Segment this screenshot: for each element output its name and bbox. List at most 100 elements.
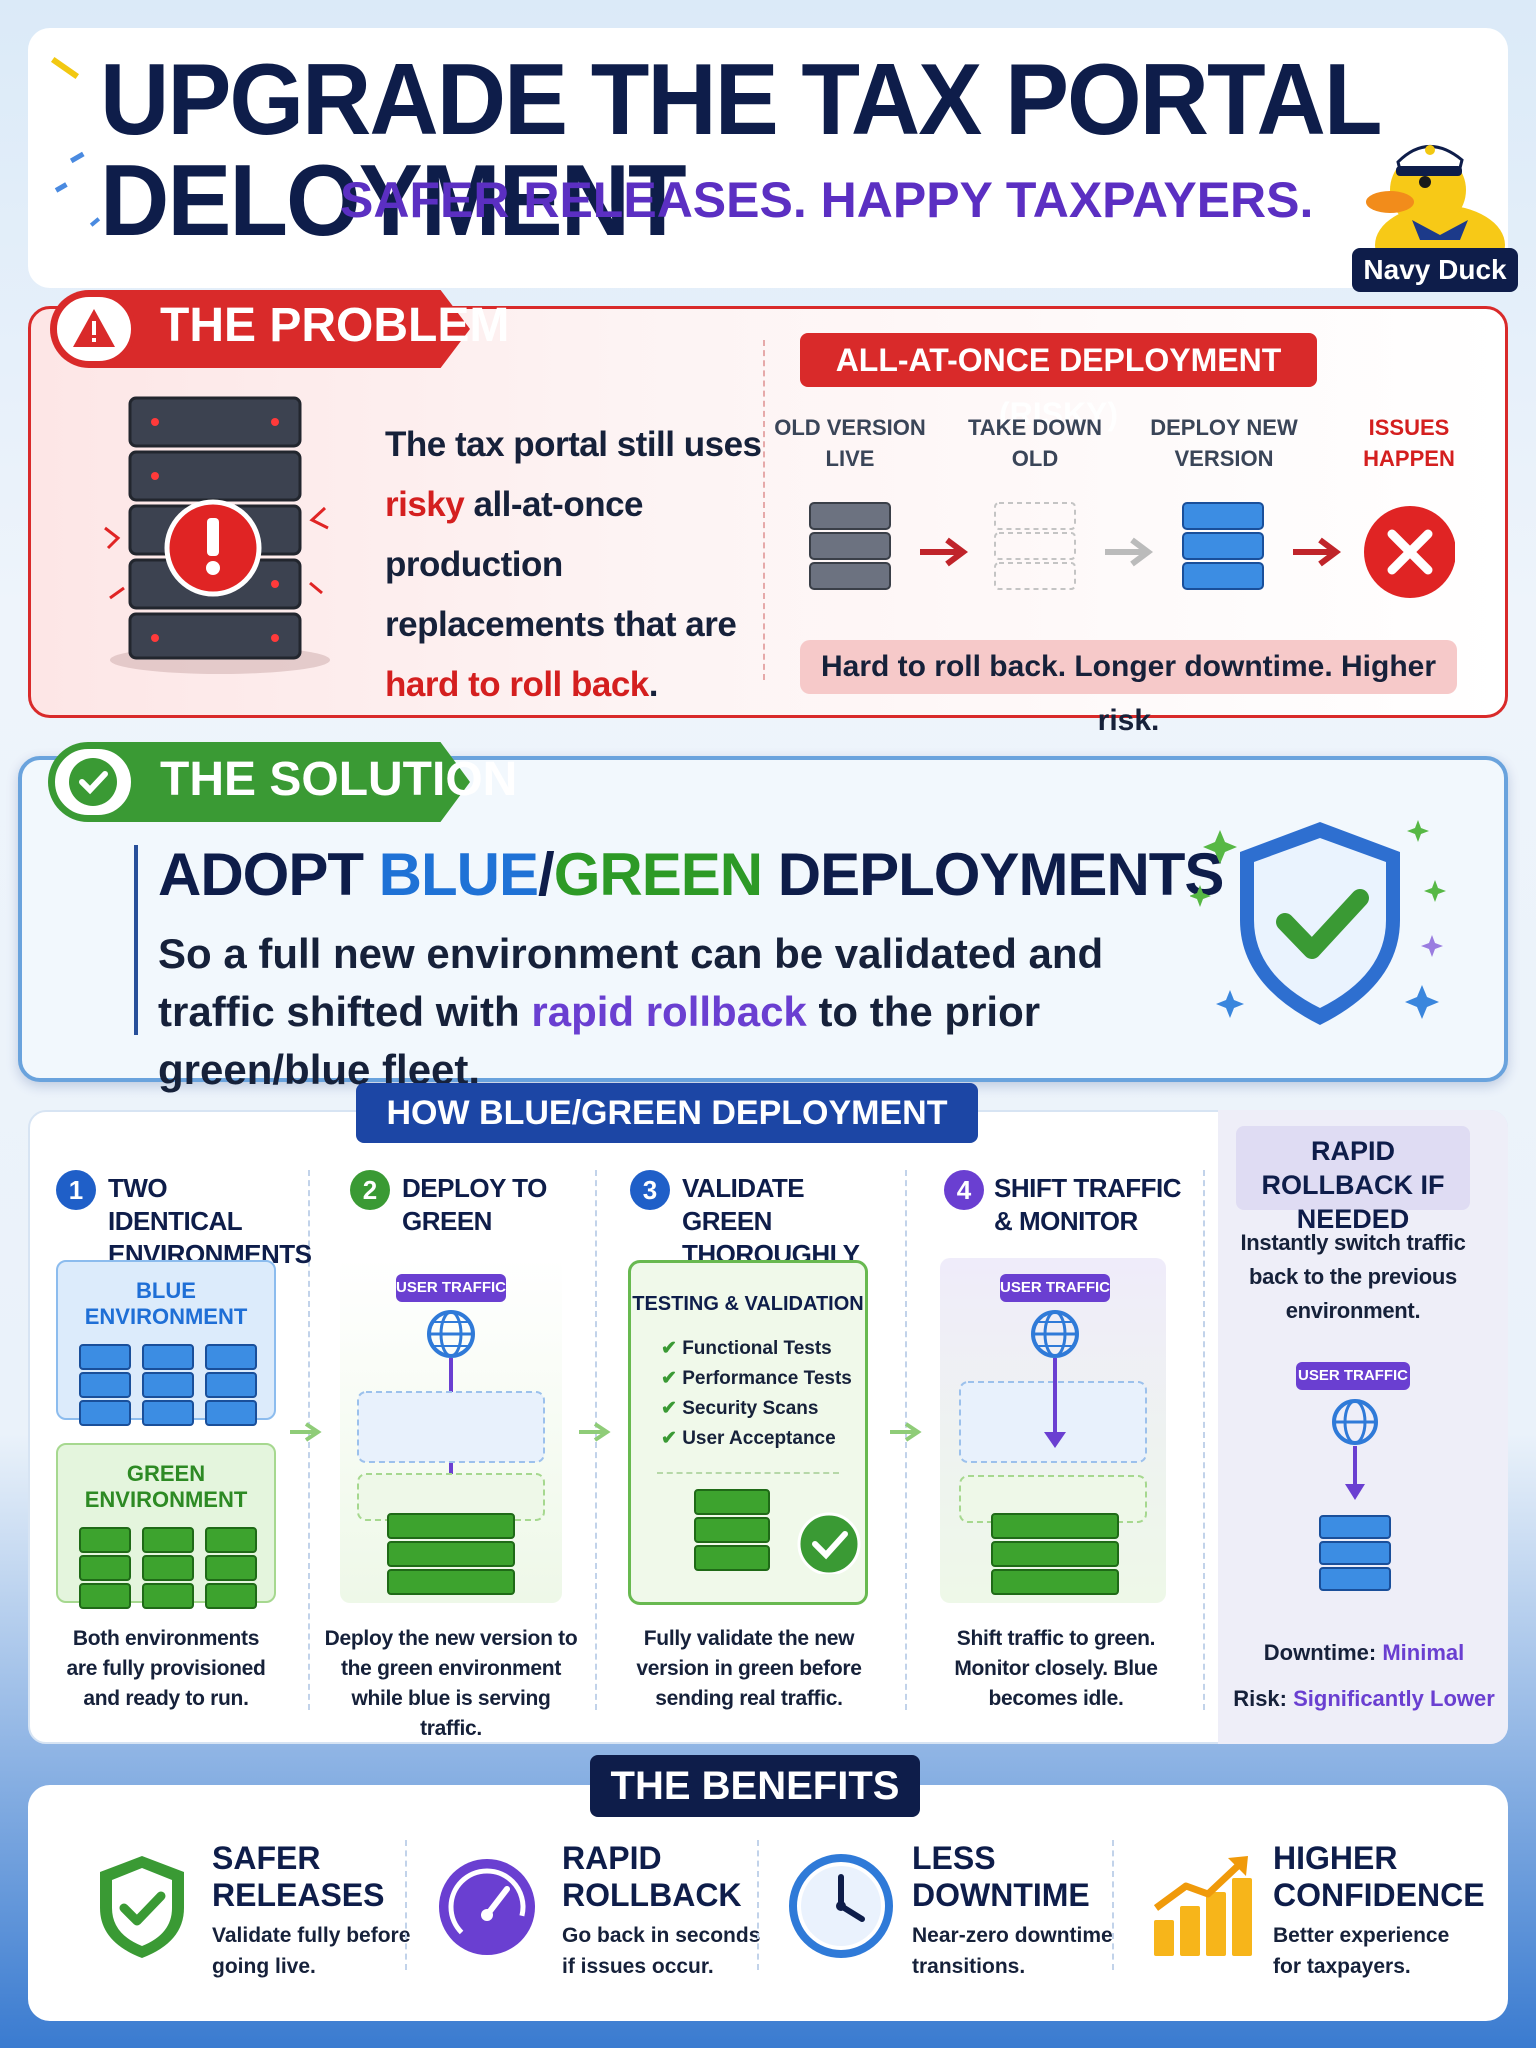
user-traffic-label: USER TRAFFIC (396, 1274, 506, 1302)
step-deploy-new-version: DEPLOY NEW VERSION (1150, 415, 1298, 471)
benefit-desc-line: for taxpayers. (1273, 1955, 1411, 1978)
risk-summary: Hard to roll back. Longer downtime. High… (800, 640, 1457, 737)
checklist-divider (657, 1472, 839, 1474)
rollback-diagram (1319, 1399, 1391, 1591)
benefit-desc-line: if issues occur. (562, 1955, 714, 1978)
step-issues-happen: ISSUES HAPPEN (1363, 415, 1455, 471)
rollback-panel (1218, 1110, 1508, 1744)
rollback-description: Instantly switch traffic back to the pre… (1240, 1230, 1466, 1323)
benefit-1-description: Validate fully before going live. (212, 1920, 410, 1982)
old-server-icon (809, 502, 891, 590)
shield-check-icon (100, 1856, 184, 1958)
globe-icon (1332, 1399, 1378, 1445)
benefit-desc-line: Near-zero downtime (912, 1924, 1113, 1947)
step-number-badge: 2 (350, 1170, 390, 1210)
page-subtitle: SAFER RELEASES. HAPPY TAXPAYERS. (340, 172, 1314, 228)
check-item: ✔ Functional Tests (661, 1334, 865, 1364)
step-1-description: Both environments are fully provisioned … (66, 1627, 266, 1710)
benefits-section (28, 1785, 1508, 2021)
testing-validation-box: TESTING & VALIDATION ✔ Functional Tests … (628, 1260, 868, 1605)
globe-icon (1031, 1310, 1079, 1358)
problem-text-part: . (648, 665, 659, 704)
error-x-icon (1364, 506, 1455, 598)
step-old-version-live: OLD VERSION LIVE (774, 415, 926, 471)
how-it-works-banner: HOW BLUE/GREEN DEPLOYMENT WORKS (356, 1083, 978, 1192)
warning-icon (52, 292, 136, 366)
benefit-title-line: RAPID (562, 1840, 662, 1876)
title-blue-word: BLUE (378, 841, 539, 908)
problem-divider (763, 340, 765, 680)
step-4-description: Shift traffic to green. Monitor closely.… (954, 1627, 1158, 1710)
risk-value: Significantly Lower (1293, 1686, 1495, 1711)
page-title: UPGRADE THE TAX PORTAL DELOYMENT (100, 43, 1381, 258)
solution-text-part: So a full new environment can be validat… (158, 930, 1104, 1035)
check-item: ✔ User Acceptance (661, 1424, 865, 1454)
check-item: ✔ Security Scans (661, 1394, 865, 1424)
testing-validation-title: TESTING & VALIDATION (632, 1293, 864, 1315)
benefit-divider (405, 1840, 407, 1970)
benefit-desc-line: Go back in seconds (562, 1924, 761, 1947)
globe-icon (427, 1310, 475, 1358)
downtime-value: Minimal (1382, 1640, 1465, 1665)
risky-highlight: risky (385, 485, 465, 524)
benefits-banner: THE BENEFITS (590, 1755, 920, 1817)
benefit-4-description: Better experience for taxpayers. (1273, 1920, 1449, 1982)
risky-deployment-flow (809, 502, 1455, 598)
mascot-label: Navy Duck (1352, 248, 1518, 292)
step-1-title: TWO IDENTICAL ENVIRONMENTS (108, 1173, 312, 1269)
benefit-title-line: HIGHER (1273, 1840, 1398, 1876)
solution-description: So a full new environment can be validat… (158, 925, 1138, 1099)
validated-server-icon (694, 1489, 861, 1576)
benefit-title-line: ROLLBACK (562, 1877, 742, 1913)
check-label: Functional Tests (682, 1338, 832, 1359)
deploy-to-green-diagram (357, 1310, 545, 1595)
downtime-label: Downtime: (1263, 1640, 1383, 1665)
check-circle-icon: ✔ (661, 1368, 683, 1389)
benefit-divider (757, 1840, 759, 1970)
confetti-decoration (50, 56, 101, 227)
broken-server-icon (104, 396, 330, 674)
benefit-title-line: DOWNTIME (912, 1877, 1090, 1913)
rollback-title: RAPID ROLLBACK IF NEEDED (1236, 1126, 1470, 1234)
step-2-description: Deploy the new version to the green envi… (324, 1627, 578, 1740)
checklist: ✔ Functional Tests ✔ Performance Tests ✔… (661, 1334, 865, 1454)
shield-check-icon (1190, 820, 1446, 1025)
user-traffic-label: USER TRAFFIC (1296, 1362, 1410, 1390)
step-number-badge: 1 (56, 1170, 96, 1210)
clock-icon (789, 1854, 893, 1958)
shift-traffic-diagram (959, 1310, 1147, 1595)
speedometer-icon (439, 1859, 535, 1955)
benefit-desc-line: transitions. (912, 1955, 1026, 1978)
step-3-description: Fully validate the new version in green … (636, 1627, 862, 1710)
solution-accent-bar (134, 845, 138, 1035)
downtime-stat: Downtime: Minimal (1224, 1640, 1504, 1666)
benefit-title-line: LESS (912, 1840, 996, 1876)
title-part: ADOPT (158, 841, 379, 908)
benefit-desc-line: Better experience (1273, 1924, 1450, 1947)
arrow-right-icon (890, 1422, 922, 1442)
check-label: Performance Tests (682, 1368, 852, 1389)
benefit-desc-line: going live. (212, 1955, 316, 1978)
benefit-title-line: RELEASES (212, 1877, 385, 1913)
benefit-divider (1112, 1840, 1114, 1970)
arrow-right-icon (579, 1422, 611, 1442)
risk-stat: Risk: Significantly Lower (1220, 1686, 1508, 1712)
title-part: DEPLOYMENTS (762, 841, 1225, 908)
blue-environment-label: BLUE ENVIRONMENT (84, 1278, 248, 1329)
benefit-title-line: CONFIDENCE (1273, 1877, 1485, 1913)
benefit-desc-line: Validate fully before (212, 1924, 411, 1947)
user-traffic-label: USER TRAFFIC (1000, 1274, 1110, 1302)
step-number-badge: 4 (944, 1170, 984, 1210)
green-environment-box: GREEN ENVIRONMENT (56, 1443, 276, 1609)
check-label: Security Scans (682, 1398, 819, 1419)
title-part: / (538, 841, 555, 908)
check-item: ✔ Performance Tests (661, 1364, 865, 1394)
problem-heading: THE PROBLEM (160, 299, 510, 352)
rapid-rollback-highlight: rapid rollback (531, 988, 807, 1035)
removed-server-icon (994, 502, 1076, 590)
hard-to-rollback-highlight: hard to roll back (385, 665, 649, 704)
check-circle-icon: ✔ (661, 1398, 683, 1419)
